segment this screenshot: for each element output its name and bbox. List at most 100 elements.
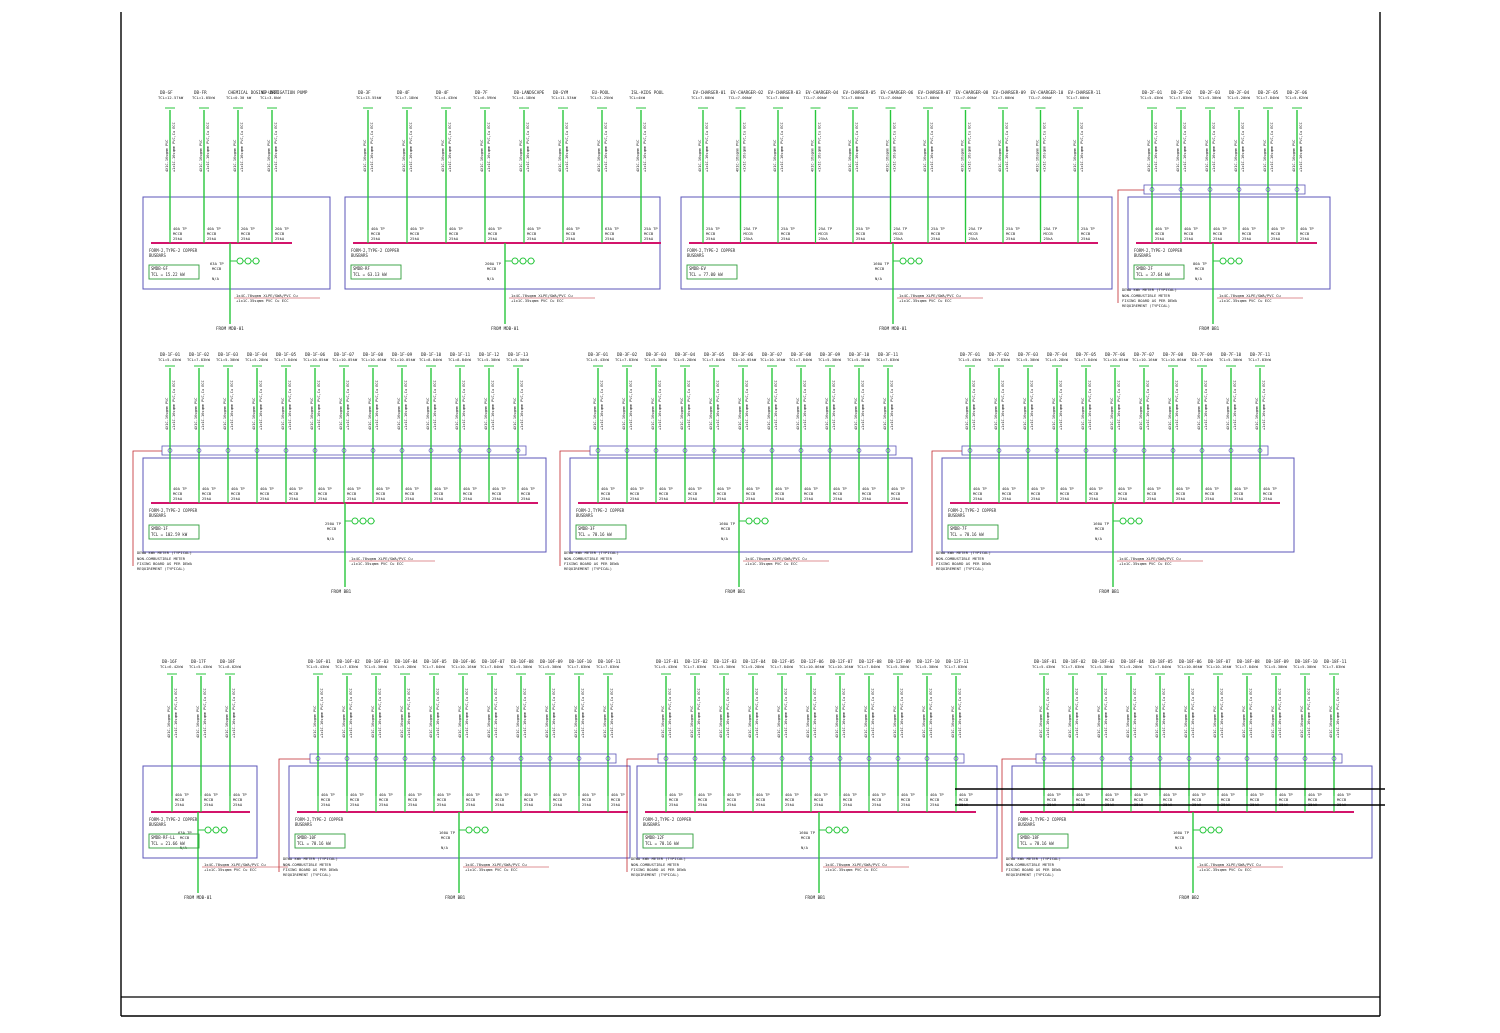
- breaker-ka: 25kA: [437, 802, 447, 807]
- cable-spec: 4X1C-16sqmm PVC: [342, 706, 346, 738]
- breaker-ka: 25kA: [466, 802, 476, 807]
- breaker-rating: 40A TP: [1076, 792, 1090, 797]
- cable-spec: 4X1C-16sqmm PVC: [922, 706, 926, 738]
- cable-spec: 4X1C-16sqmm PVC: [225, 706, 229, 738]
- breaker-ka: 25kA: [1213, 236, 1223, 241]
- breaker-ka: 25kA: [582, 802, 592, 807]
- cable-spec: 4X1C-16sqmm PVC: [167, 706, 171, 738]
- cable-spec: 4X1C-16sqmm PVC: [848, 140, 852, 172]
- cable-spec: 4X1C-16sqmm PVC: [951, 706, 955, 738]
- feeder-name: DB-1F-04: [247, 352, 268, 357]
- smdb-label-box: [1133, 264, 1185, 280]
- cable-spec: 4X1C-16sqmm PVC: [636, 140, 640, 172]
- meter-node: [1265, 187, 1271, 192]
- breaker-rating: 40A TP: [973, 486, 987, 491]
- breaker-type: MCCB: [241, 231, 251, 236]
- breaker-ka: 25kA: [1155, 236, 1165, 241]
- feeder-load: TCL=7.83kW: [1169, 95, 1193, 100]
- breaker-ka: 25kA: [566, 236, 576, 241]
- cable-spec: 4X1C-16sqmm PVC: [339, 398, 343, 430]
- breaker-ka: 25kA: [260, 496, 270, 501]
- cable-ecc-spec: +1x1C-16sqmm PVC,Cu ECC: [1005, 122, 1009, 172]
- breaker-ka: 25kA: [901, 802, 911, 807]
- cable-spec: 4X1C-16sqmm PVC: [1081, 398, 1085, 430]
- feeder-name: DB-18F-07: [1208, 659, 1231, 664]
- cable-ecc-spec: +1x1C-16sqmm PVC,Cu ECC: [705, 122, 709, 172]
- cable-ecc-spec: +1x1C-16sqmm PVC,Cu ECC: [745, 380, 749, 430]
- breaker-type: MCCB: [173, 231, 183, 236]
- cable-spec: 4X1C-16sqmm PVC: [371, 706, 375, 738]
- smdb-load: TCL = 102.59 kW: [151, 532, 188, 537]
- meter-node: [779, 756, 785, 761]
- meter-board-note-2: FIXING BOARD AS PER DEWA: [936, 561, 992, 566]
- feeder-name: DB-16F: [162, 659, 178, 664]
- feeder-name: DB-3F-01: [588, 352, 609, 357]
- smdb-name: SMDB-12F: [645, 835, 665, 840]
- feeder-load: TCL=7.83kW: [876, 357, 900, 362]
- breaker-type: MCCB: [727, 797, 737, 802]
- feeder-name: DB-1F-08: [363, 352, 384, 357]
- panel-enclosure: [142, 196, 331, 290]
- breaker-ka: 25kA: [1300, 236, 1310, 241]
- meter-node: [312, 448, 318, 453]
- breaker-rating: 40A TP: [872, 792, 886, 797]
- cable-ecc-spec: +1x1C-16sqmm PVC,Cu ECC: [1299, 122, 1303, 172]
- cable-spec: 4X1C-16sqmm PVC: [1097, 706, 1101, 738]
- breaker-type: MCCB: [1147, 491, 1157, 496]
- incomer-type: MCCB: [721, 526, 731, 531]
- meter-node: [373, 756, 379, 761]
- cable-ecc-spec: +1x1C-16sqmm PVC,Cu ECC: [581, 688, 585, 738]
- meter-instrument-icon: [236, 257, 244, 265]
- cable-spec: 4X1C-16sqmm PVC: [767, 398, 771, 430]
- meter-instrument-icon: [899, 257, 907, 265]
- cable-spec: 4X1C-16sqmm PVC: [516, 706, 520, 738]
- incoming-cable: 1x4C-70sqmm XLPE/SWA/PVC Cu: [511, 293, 573, 298]
- feeder-name: DB-1F-07: [334, 352, 355, 357]
- cable-spec: 4X1C-16sqmm PVC: [998, 140, 1002, 172]
- feeder-name: DB-18F-01: [1034, 659, 1057, 664]
- meter-instrument-icon: [511, 257, 519, 265]
- smdb-load: TCL = 78.16 kW: [297, 841, 331, 846]
- meter-node: [489, 756, 495, 761]
- breaker-ka: 25kA: [872, 802, 882, 807]
- dewa-meter-note: DEWA kWh METER (TYPICAL): [1122, 287, 1177, 292]
- breaker-rating: 40A TP: [204, 792, 218, 797]
- cable-spec: 4X1C-16sqmm PVC: [1329, 706, 1333, 738]
- busbar-label-2: BUSBARS: [643, 822, 660, 827]
- cable-spec: 4X1C-16sqmm PVC: [402, 140, 406, 172]
- busbar-label: FORM-2,TYPE-2 COPPER: [149, 817, 198, 822]
- cable-ecc-spec: +1x1C-16sqmm PVC,Cu ECC: [1249, 688, 1253, 738]
- breaker-rating: 40A TP: [405, 486, 419, 491]
- feeder-name: DB-7F-01: [960, 352, 981, 357]
- breaker-rating: 40A TP: [1192, 792, 1206, 797]
- breaker-type: MCCB: [207, 231, 217, 236]
- breaker-rating: 40A TP: [527, 226, 541, 231]
- incomer-type: MCCB: [801, 835, 811, 840]
- feeder-name: EV-CHARGER-02: [731, 90, 764, 95]
- feeder-load: TCL=7.84kW: [480, 664, 504, 669]
- meter-node: [457, 448, 463, 453]
- dewa-meter-note: DEWA kWh METER (TYPICAL): [137, 550, 192, 555]
- cable-spec: 4X1C-16sqmm PVC: [835, 706, 839, 738]
- breaker-ka: 25kA: [488, 236, 498, 241]
- cable-ecc-spec: +1x1C-16sqmm PVC,Cu ECC: [893, 122, 897, 172]
- cable-spec: 4X1C-16sqmm PVC: [400, 706, 404, 738]
- busbar-label: FORM-2,TYPE-2 COPPER: [1018, 817, 1067, 822]
- meter-node: [1157, 756, 1163, 761]
- breaker-ka: 25kA: [347, 496, 357, 501]
- meter-node: [1244, 756, 1250, 761]
- meter-board-note: NON-COMBUSTIBLE METER: [1122, 293, 1171, 298]
- smdb-load: TCL = 15.22 kW: [151, 272, 185, 277]
- breaker-rating: 40A TP: [202, 486, 216, 491]
- feed-source: FROM MDB-01: [184, 895, 212, 900]
